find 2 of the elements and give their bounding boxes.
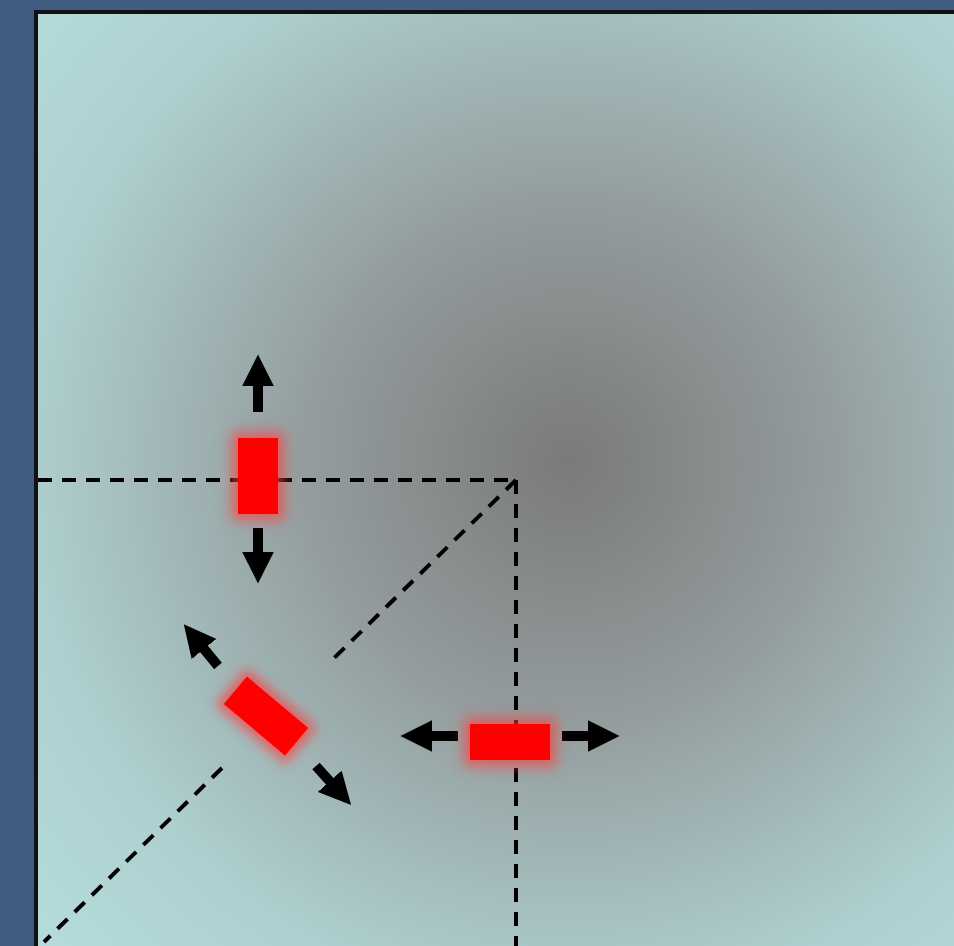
block-marker [470,724,550,760]
block-marker [238,438,278,514]
